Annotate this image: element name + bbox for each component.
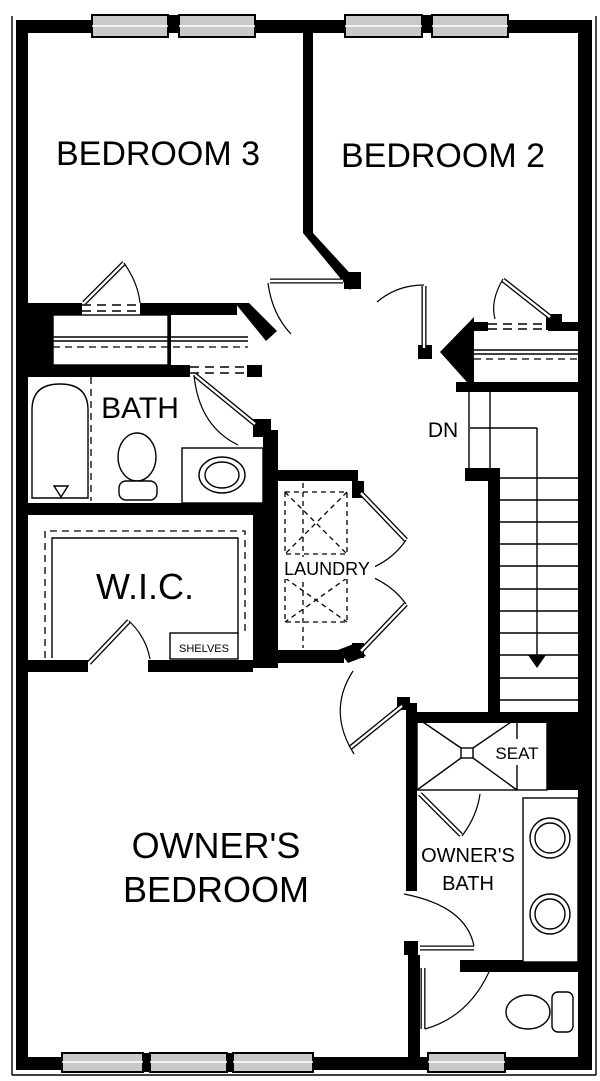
window-owners-bedroom-3 [232,1052,314,1073]
bathtub [31,383,89,499]
owners-bath-vanity [522,797,579,963]
window-bedroom2-left [344,14,423,38]
door-shower [418,792,481,837]
window-owners-bedroom-1 [61,1052,144,1073]
stairs-down-arrow-icon [528,428,546,668]
door-wic [87,619,151,665]
window-water-closet [427,1052,506,1073]
laundry-label-box [280,557,375,579]
stairs [468,392,578,701]
bath-door-opening [190,366,250,374]
door-owners-bath [403,893,475,951]
interior-walls [28,33,592,1058]
bath-vanity [181,447,264,504]
stairs-dn-label: DN [428,419,458,442]
room-labels: BEDROOM 3 BEDROOM 2 BATH DN W.I.C. LAUND… [56,135,545,910]
tub-drain-icon [52,485,70,499]
bedroom2-closet-shelving [474,323,578,360]
door-bath [193,373,257,446]
seat-label: SEAT [495,744,538,763]
wic-label: W.I.C. [96,566,194,607]
owners-bedroom-label-line1: OWNER'S [132,825,301,866]
window-bedroom3-left [91,14,169,38]
stair-treads [500,477,578,701]
window-owners-bedroom-2 [149,1052,228,1073]
door-bedroom3-closet [82,261,141,305]
bedroom3-label: BEDROOM 3 [56,135,260,173]
door-water-closet [420,968,490,1030]
owners-bedroom-label-line2: BEDROOM [123,869,309,910]
shower [416,717,548,791]
bedroom3-closet-shelving [52,304,248,366]
door-owners-bedroom [339,670,404,755]
door-bedroom2-closet [493,278,552,320]
bedroom2-label: BEDROOM 2 [341,137,545,175]
owners-bath-label-line1: OWNER'S [421,845,515,867]
shelves-label: SHELVES [179,643,229,655]
seat-label-box [489,739,545,765]
exterior-outline [11,16,597,1076]
bath-label: BATH [101,392,179,425]
wic-shelves-box [169,632,239,660]
bath-toilet [117,432,158,501]
windows [61,14,509,1073]
door-bedroom2 [376,284,427,348]
window-bedroom3-right [178,14,256,38]
window-bedroom2-right [431,14,509,38]
wic-rod-and-shelf [44,530,246,658]
door-bedroom3 [267,278,343,335]
owners-bath-label-line2: BATH [442,873,494,895]
water-closet-toilet [505,991,574,1033]
laundry-label: LAUNDRY [284,559,370,579]
